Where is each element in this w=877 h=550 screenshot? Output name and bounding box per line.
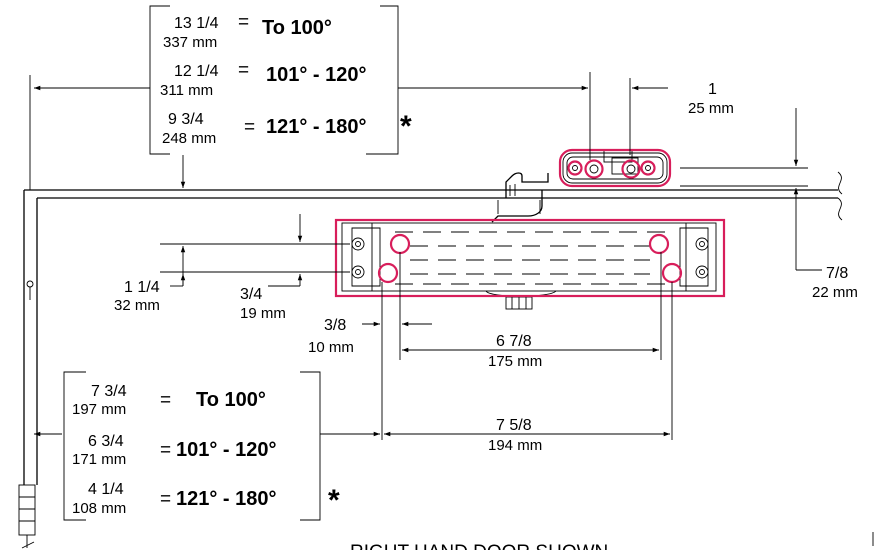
bottom-row1-frac: 7 3/4 <box>91 383 127 400</box>
top-row1-frac: 13 1/4 <box>174 15 219 32</box>
top-opening-table: 13 1/4 = 337 mm To 100° 12 1/4 = 311 mm … <box>160 12 412 147</box>
top-asterisk: * <box>400 110 412 143</box>
bottom-row2-mm: 171 mm <box>72 451 126 468</box>
bottom-row3-eq: = <box>160 489 171 510</box>
hole-row-spacing-mm: 32 mm <box>114 297 160 314</box>
bottom-row3-frac: 4 1/4 <box>88 481 124 498</box>
bottom-row1-eq: = <box>160 390 171 411</box>
bottom-row3-range: 121° - 180° <box>176 488 277 510</box>
top-row1-eq: = <box>238 12 249 33</box>
top-row2-frac: 12 1/4 <box>174 63 219 80</box>
hole-edge-offset-mm: 10 mm <box>308 339 354 356</box>
inner-hole-span-mm: 175 mm <box>488 353 542 370</box>
hole-edge-offset-frac: 3/8 <box>324 317 346 334</box>
body-top-offset-frac: 3/4 <box>240 286 262 303</box>
top-row2-mm: 311 mm <box>160 82 213 99</box>
outer-hole-span-mm: 194 mm <box>488 437 542 454</box>
top-row2-eq: = <box>238 60 249 81</box>
bottom-asterisk: * <box>328 484 340 517</box>
bottom-row1-mm: 197 mm <box>72 401 126 418</box>
bracket-highlight-marks <box>558 148 672 188</box>
top-row3-eq: = <box>244 117 255 138</box>
top-row3-range: 121° - 180° <box>266 116 367 138</box>
dimension-lines <box>29 72 822 440</box>
top-row3-frac: 9 3/4 <box>168 111 204 128</box>
top-row2-range: 101° - 120° <box>266 64 367 86</box>
closer-body <box>341 222 717 310</box>
outer-hole-span-frac: 7 5/8 <box>496 417 532 434</box>
top-table-bracket <box>149 5 399 155</box>
bottom-row3-mm: 108 mm <box>72 500 126 517</box>
top-row1-range: To 100° <box>262 17 332 39</box>
bottom-row2-range: 101° - 120° <box>176 439 277 461</box>
body-top-offset-mm: 19 mm <box>240 305 286 322</box>
bottom-row2-frac: 6 3/4 <box>88 433 124 450</box>
bottom-table-bracket <box>63 371 321 521</box>
dimension-labels: 1 25 mm 7/8 22 mm 1 1/4 32 mm 3/4 19 mm … <box>114 81 858 454</box>
caption-text: RIGHT HAND DOOR SHOWN <box>350 542 608 550</box>
body-highlight-marks <box>334 218 726 298</box>
bottom-row2-eq: = <box>160 440 171 461</box>
bottom-row1-range: To 100° <box>196 389 266 411</box>
inner-hole-span-frac: 6 7/8 <box>496 333 532 350</box>
bracket-drop-frac: 7/8 <box>826 265 848 282</box>
bracket-drop-mm: 22 mm <box>812 284 858 301</box>
arm-offset-mm: 25 mm <box>688 100 734 117</box>
bottom-opening-table: 7 3/4 = 197 mm To 100° 6 3/4 = 171 mm 10… <box>72 383 340 517</box>
top-row3-mm: 248 mm <box>162 130 216 147</box>
arm-offset-frac: 1 <box>708 81 717 98</box>
top-row1-mm: 337 mm <box>163 34 217 51</box>
door-frame-outline <box>18 171 843 549</box>
hole-row-spacing-frac: 1 1/4 <box>124 279 160 296</box>
